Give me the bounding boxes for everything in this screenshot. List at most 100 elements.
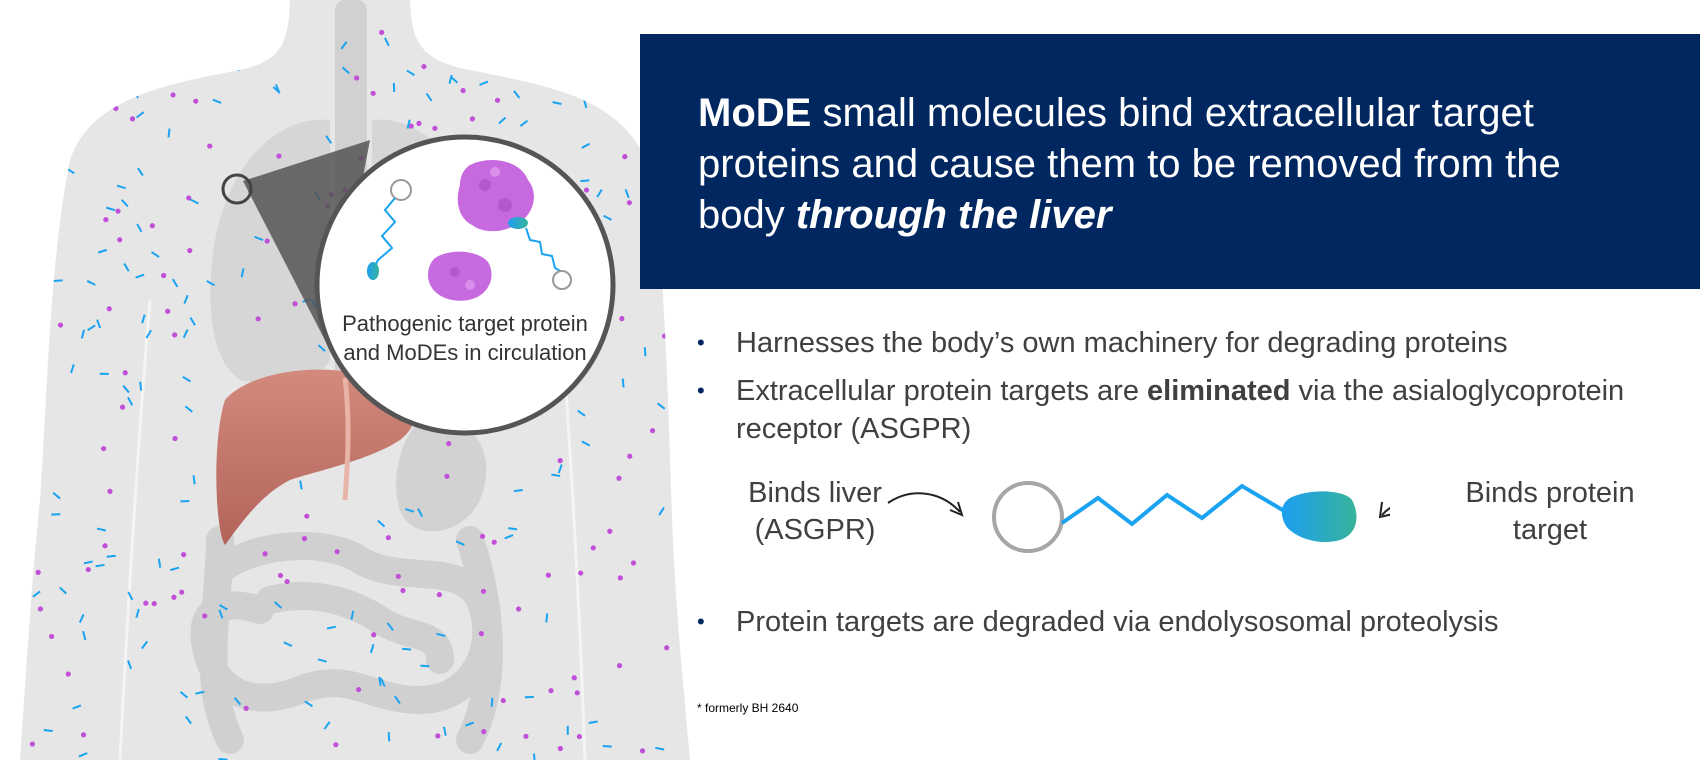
bullet-dot: • [697, 609, 705, 634]
mini-mode-molecule [602, 745, 612, 748]
mini-mode-molecule [127, 660, 133, 670]
mini-protein [100, 445, 107, 452]
mini-mode-molecule [583, 99, 588, 109]
mini-mode-molecule [369, 644, 375, 654]
mini-protein [446, 440, 452, 447]
mini-mode-molecule [621, 378, 625, 388]
mini-mode-molecule [454, 21, 460, 31]
mini-protein [432, 125, 438, 131]
mini-protein [207, 143, 213, 149]
mini-mode-molecule [272, 86, 281, 94]
mini-mode-molecule [577, 409, 586, 417]
mini-protein [500, 697, 506, 704]
mini-mode-molecule [78, 752, 88, 758]
mini-mode-molecule [326, 625, 337, 630]
mini-mode-molecule [83, 560, 93, 565]
mini-mode-molecule [283, 641, 293, 647]
mini-protein [639, 748, 646, 754]
mini-mode-molecule [317, 658, 327, 663]
mini-mode-molecule [43, 729, 53, 733]
mini-protein [416, 120, 422, 126]
mini-mode-molecule [254, 235, 264, 241]
mini-mode-molecule [496, 742, 503, 752]
bullet-item: • Harnesses the body’s own machinery for… [697, 324, 1687, 362]
mini-protein [557, 745, 563, 752]
mini-mode-molecule [490, 58, 494, 68]
mini-mode-molecule [135, 111, 145, 119]
mini-mode-molecule [610, 90, 619, 98]
mini-protein [571, 675, 577, 681]
mini-protein [617, 575, 623, 581]
mini-protein [481, 729, 487, 735]
mini-protein [583, 187, 590, 193]
mini-protein [47, 111, 54, 117]
mini-protein [172, 332, 178, 338]
mini-protein [334, 549, 340, 555]
mini-protein [574, 690, 580, 696]
mini-mode-molecule [417, 508, 424, 518]
right-arrow [1381, 507, 1390, 516]
mini-mode-molecule [206, 280, 216, 287]
mini-protein [262, 551, 268, 557]
mini-protein [379, 29, 385, 35]
mini-mode-molecule [52, 492, 61, 500]
mini-mode-molecule [643, 347, 647, 357]
mini-mode-molecule [573, 40, 582, 49]
mini-mode-molecule [182, 329, 189, 339]
headline: MoDE small molecules bind extracellular … [698, 88, 1658, 241]
mini-mode-molecule [557, 464, 563, 474]
mini-mode-molecule [377, 519, 386, 528]
mini-mode-molecule [386, 622, 394, 631]
mini-protein [113, 105, 119, 111]
mini-protein [27, 350, 33, 357]
mini-protein [151, 601, 157, 607]
mini-mode-molecule [596, 188, 603, 198]
mini-mode-molecule [455, 540, 465, 546]
mini-mode-molecule [513, 90, 521, 99]
mini-mode-molecule [656, 402, 666, 410]
mini-mode-molecule [96, 527, 107, 532]
mini-protein [576, 733, 582, 740]
protein-binding-label: Binds protein target [1465, 477, 1635, 546]
body-illustration [20, 0, 690, 760]
mini-protein [179, 589, 185, 595]
mini-mode-molecule [482, 29, 492, 35]
mode-molecule-2 [508, 217, 572, 290]
mini-mode-molecule [425, 93, 433, 102]
mini-protein [400, 587, 406, 594]
bullet-item: • Extracellular protein targets are elim… [697, 372, 1687, 448]
mini-mode-molecule [218, 604, 228, 611]
mini-mode-molecule [406, 119, 411, 129]
mini-mode-molecule [240, 268, 245, 278]
mini-protein [181, 552, 187, 558]
mini-mode-molecule [120, 199, 129, 208]
mini-mode-molecule [195, 690, 205, 695]
mini-protein [479, 533, 486, 539]
mini-protein [578, 570, 584, 576]
mini-mode-molecule [233, 41, 238, 51]
mini-mode-molecule [106, 554, 116, 558]
mini-protein [435, 733, 441, 739]
mini-protein [170, 92, 176, 98]
mini-mode-molecule [454, 21, 461, 31]
mini-mode-molecule [498, 116, 507, 125]
mini-mode-molecule [402, 647, 412, 651]
mini-mode-molecule [406, 69, 415, 77]
mini-protein [29, 741, 35, 747]
mini-mode-molecule [151, 251, 160, 258]
asgpr-ligand-icon [992, 481, 1064, 553]
mini-protein [122, 370, 128, 376]
mini-mode-molecule [80, 329, 86, 339]
mini-protein [85, 566, 91, 573]
mini-mode-molecule [581, 142, 591, 149]
mini-mode-molecule [78, 613, 85, 624]
mini-protein [149, 223, 155, 229]
mini-protein [57, 322, 64, 328]
mini-protein [626, 200, 633, 206]
mini-mode-molecule [141, 314, 146, 324]
mode-molecule-1 [367, 179, 412, 280]
mini-mode-molecule [127, 396, 134, 406]
mini-protein [144, 55, 150, 62]
mini-protein [491, 539, 497, 545]
mini-mode-molecule [212, 98, 222, 104]
